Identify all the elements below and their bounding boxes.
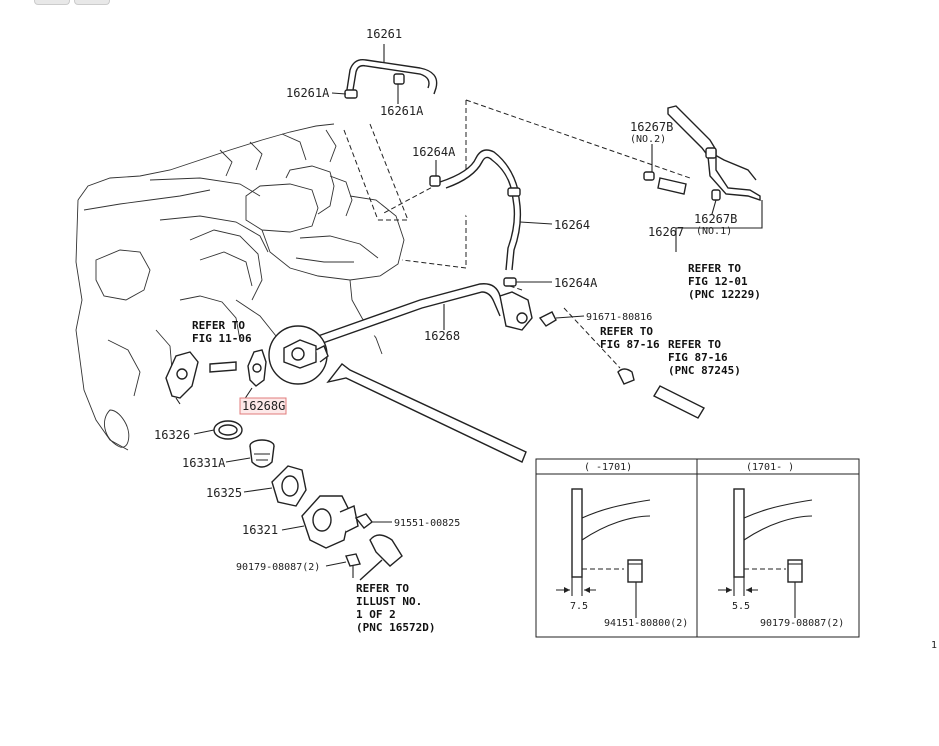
detail-right-dimension: 5.5 — [732, 601, 750, 612]
ref-fig-87-16-b-line1[interactable]: REFER TO — [668, 338, 721, 351]
part-16325[interactable]: 16325 — [206, 486, 242, 500]
ref-fig-87-16-a-line1[interactable]: REFER TO — [600, 325, 653, 338]
part-16268G-highlight — [239, 397, 287, 415]
ref-fig-11-06-line1[interactable]: REFER TO — [192, 319, 245, 332]
top-tab-1[interactable] — [34, 0, 70, 5]
part-16267[interactable]: 16267 — [648, 225, 684, 239]
part-94151-80800[interactable]: 94151-80800(2) — [604, 618, 688, 629]
engine-block-drawing — [75, 123, 405, 451]
page-number: 1 — [931, 640, 937, 651]
ref-fig-12-01-line1[interactable]: REFER TO — [688, 262, 741, 275]
part-16331A[interactable]: 16331A — [182, 456, 226, 470]
hose-16264-drawing — [429, 149, 522, 287]
ref-fig-11-06-line2[interactable]: FIG 11-06 — [192, 332, 252, 345]
part-16261A-right[interactable]: 16261A — [380, 104, 424, 118]
part-16268G[interactable]: 16268G — [242, 399, 285, 413]
part-16267B-no1[interactable]: 16267B — [694, 212, 737, 226]
part-16321[interactable]: 16321 — [242, 523, 278, 537]
right-hose-drawing — [617, 368, 705, 419]
part-16261[interactable]: 16261 — [366, 27, 402, 41]
thermostat-parts-drawing — [165, 311, 557, 581]
pipe-16268-drawing — [317, 283, 533, 345]
ref-fig-12-01-line2[interactable]: FIG 12-01 — [688, 275, 748, 288]
pipe-16267-drawing — [643, 105, 763, 232]
top-tab-2[interactable] — [74, 0, 110, 5]
part-16267B-no1-sub: (NO.1) — [696, 226, 732, 237]
part-16267B-no2[interactable]: 16267B — [630, 120, 673, 134]
part-16261A-left[interactable]: 16261A — [286, 86, 330, 100]
detail-left-dimension: 7.5 — [570, 601, 588, 612]
ref-illust-line4: (PNC 16572D) — [356, 621, 435, 634]
part-16268[interactable]: 16268 — [424, 329, 460, 343]
detail-left-header: ( -1701) — [584, 462, 632, 473]
ref-fig-87-16-b-line2[interactable]: FIG 87-16 — [668, 351, 728, 364]
pointer-arrow — [326, 363, 527, 463]
zoom-detail-circle — [268, 325, 329, 385]
part-90179-08087-main[interactable]: 90179-08087(2) — [236, 562, 320, 573]
hose-16261-drawing — [344, 59, 438, 99]
reference-labels: REFER TO FIG 12-01 (PNC 12229) REFER TO … — [192, 262, 761, 634]
detail-right-header: (1701- ) — [746, 462, 794, 473]
leader-lines — [193, 44, 717, 567]
ref-fig-87-16-a-line2[interactable]: FIG 87-16 — [600, 338, 660, 351]
part-90179-08087-detail[interactable]: 90179-08087(2) — [760, 618, 844, 629]
ref-fig-12-01-line3: (PNC 12229) — [688, 288, 761, 301]
ref-illust-line3: 1 OF 2 — [356, 608, 396, 621]
part-labels: 16261 16261A 16261A 16264A 16264 16264A … — [154, 27, 844, 629]
part-91551-00825[interactable]: 91551-00825 — [394, 518, 460, 529]
part-16326[interactable]: 16326 — [154, 428, 190, 442]
part-16264[interactable]: 16264 — [554, 218, 590, 232]
part-16264A-top[interactable]: 16264A — [412, 145, 456, 159]
detail-panel-text: ( -1701) (1701- ) 7.5 5.5 — [570, 462, 794, 612]
ref-fig-87-16-b-line3: (PNC 87245) — [668, 364, 741, 377]
part-91671-80816[interactable]: 91671-80816 — [586, 312, 652, 323]
part-16264A-bottom[interactable]: 16264A — [554, 276, 598, 290]
part-16267B-no2-sub: (NO.2) — [630, 134, 666, 145]
detail-panel — [535, 458, 860, 638]
ref-illust-line1[interactable]: REFER TO — [356, 582, 409, 595]
ref-illust-line2[interactable]: ILLUST NO. — [356, 595, 422, 608]
